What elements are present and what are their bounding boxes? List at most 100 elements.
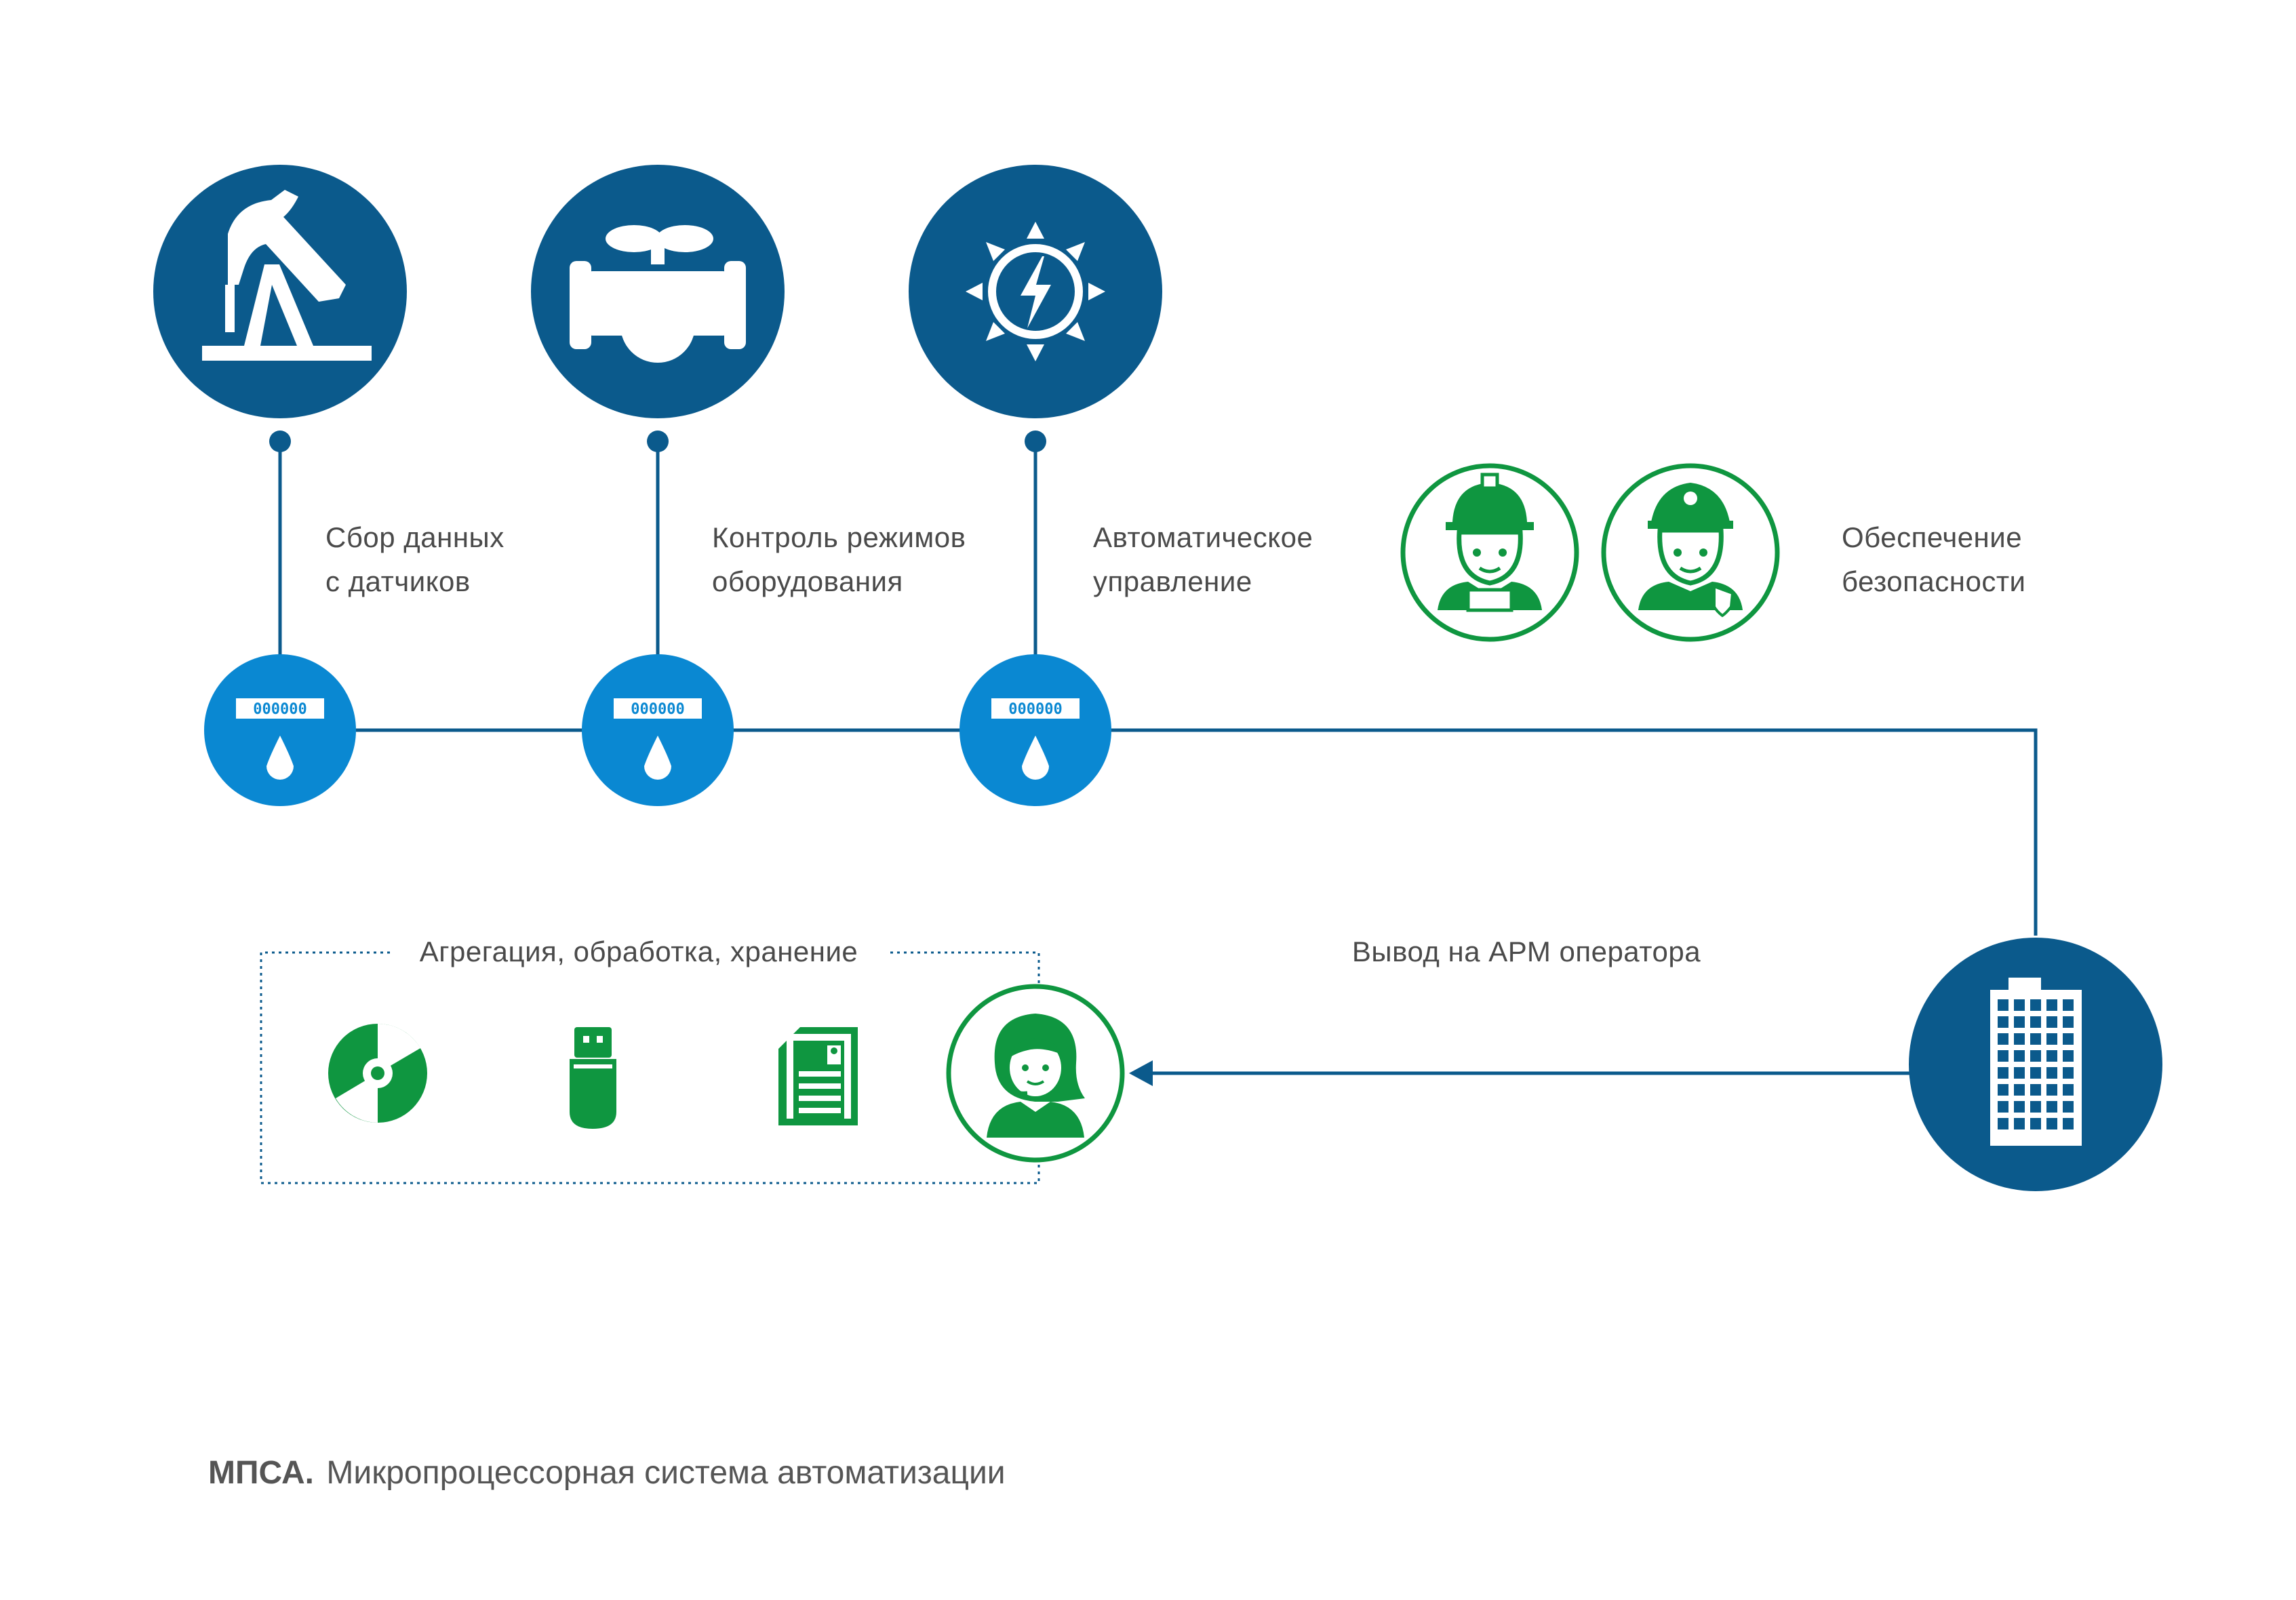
building-window [2030, 1084, 2041, 1096]
aggregation-box: Агрегация, обработка, хранение [260, 936, 1125, 1184]
usb-drive-icon [570, 1027, 616, 1129]
guard-node [1601, 463, 1780, 642]
building-window [2030, 1101, 2041, 1113]
meter-digits-3: 000000 [1008, 701, 1062, 718]
output-arrow-head [1129, 1060, 1153, 1086]
building-window [2014, 1118, 2025, 1129]
building-window [2046, 1118, 2057, 1129]
source-label-1-line1: Сбор данных [325, 521, 504, 553]
source-label-2-line1: Контроль режимов [712, 521, 966, 553]
source-node-1 [153, 165, 407, 418]
building-window [1998, 1050, 2008, 1062]
building-window [1998, 1101, 2008, 1113]
building-window [2046, 1084, 2057, 1096]
building-window [2030, 1050, 2041, 1062]
meter-node-1: 000000 [204, 654, 356, 806]
disc-icon [328, 1024, 427, 1123]
connector-lines [278, 441, 2038, 1075]
source-label-1: Сбор данных с датчиков [325, 521, 504, 597]
building-window [2046, 1067, 2057, 1079]
output-node [1909, 938, 2162, 1191]
drop-icon [644, 736, 671, 780]
aggregation-label: Агрегация, обработка, хранение [420, 936, 858, 967]
meter-node-2: 000000 [582, 654, 734, 806]
meter-display-3 [991, 698, 1080, 719]
caption: МПСА. Микропроцессорная система автомати… [208, 1455, 1006, 1491]
caption-main: Микропроцессорная система автоматизации [326, 1455, 1005, 1491]
document-icon [778, 1027, 858, 1125]
junction-dot-1 [269, 431, 291, 452]
drop-icon [1022, 736, 1049, 780]
junction-dots [269, 431, 1046, 452]
operator-headset-icon [987, 1014, 1085, 1138]
junction-dot-3 [1025, 431, 1046, 452]
building-window [2046, 1033, 2057, 1045]
building-window [2063, 1033, 2074, 1045]
building-window [2063, 1067, 2074, 1079]
security-guard-icon [1638, 483, 1743, 618]
building-window [2063, 1101, 2074, 1113]
meter-node-3: 000000 [959, 654, 1111, 806]
meter-display-1 [236, 698, 324, 719]
meter-digits-1: 000000 [253, 701, 306, 718]
building-window [2014, 999, 2025, 1011]
security-label-line2: безопасности [1842, 565, 2026, 597]
building-window [2063, 999, 2074, 1011]
building-window [1998, 1118, 2008, 1129]
source-node-3 [909, 165, 1162, 418]
building-window [2046, 999, 2057, 1011]
building-window [2030, 1118, 2041, 1129]
drop-icon [266, 736, 294, 780]
building-window [2030, 1067, 2041, 1079]
building-window [2014, 1050, 2025, 1062]
building-window [1998, 1033, 2008, 1045]
meter-display-2 [614, 698, 702, 719]
building-window [2063, 1016, 2074, 1028]
building-window [2014, 1101, 2025, 1113]
meter-circle-2 [582, 654, 734, 806]
building-window [2030, 999, 2041, 1011]
source-node-2 [531, 165, 785, 418]
meter-circle-1 [204, 654, 356, 806]
engineer-circle [1400, 463, 1579, 642]
building-window [2014, 1084, 2025, 1096]
guard-circle [1601, 463, 1780, 642]
building-window [2046, 1101, 2057, 1113]
caption-bold: МПСА. [208, 1455, 314, 1491]
building-window [1998, 999, 2008, 1011]
building-window [2030, 1016, 2041, 1028]
building-window [2030, 1033, 2041, 1045]
security-group: Обеспечение безопасности [1400, 463, 2026, 642]
engineer-node [1400, 463, 1579, 642]
building-window [2046, 1050, 2057, 1062]
building-window [2063, 1084, 2074, 1096]
output-label: Вывод на АРМ оператора [1352, 936, 1701, 967]
building-window [1998, 1016, 2008, 1028]
power-sun-icon [966, 222, 1105, 361]
building-window [1998, 1067, 2008, 1079]
building-window [2046, 1016, 2057, 1028]
source-label-3-line2: управление [1093, 565, 1252, 597]
pumpjack-icon [202, 190, 372, 361]
source-label-1-line2: с датчиков [325, 565, 471, 597]
building-icon [1990, 978, 2082, 1146]
engineer-helmet-icon [1438, 473, 1542, 612]
source-label-2-line2: оборудования [712, 565, 903, 597]
operator-node [946, 984, 1125, 1163]
junction-dot-2 [647, 431, 669, 452]
bus-line-3 [1110, 728, 2038, 936]
meter-digits-2: 000000 [631, 701, 684, 718]
security-label-line1: Обеспечение [1842, 521, 2022, 553]
source-label-3: Автоматическое управление [1093, 521, 1313, 597]
building-window [2014, 1067, 2025, 1079]
building-window [2014, 1016, 2025, 1028]
building-window [2014, 1033, 2025, 1045]
building-window [2063, 1050, 2074, 1062]
building-window [1998, 1084, 2008, 1096]
source-label-3-line1: Автоматическое [1093, 521, 1313, 553]
building-window [2063, 1118, 2074, 1129]
caption-text: МПСА. Микропроцессорная система автомати… [208, 1455, 1006, 1491]
source-label-2: Контроль режимов оборудования [712, 521, 966, 597]
valve-icon [570, 225, 746, 363]
